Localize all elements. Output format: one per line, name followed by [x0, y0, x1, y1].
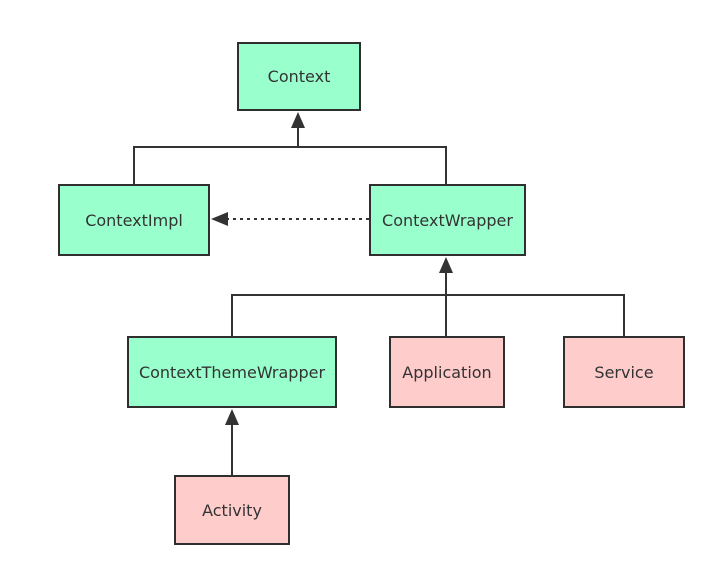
- context-theme-wrapper-label: ContextThemeWrapper: [138, 362, 326, 382]
- service-node: Service: [563, 336, 685, 408]
- application-node: Application: [389, 336, 505, 408]
- arrowhead-contextthemewrapper: [225, 409, 239, 425]
- context-impl-node: ContextImpl: [58, 184, 210, 256]
- context-label: Context: [267, 67, 331, 86]
- application-label: Application: [402, 362, 492, 382]
- service-label: Service: [594, 362, 654, 382]
- arrowhead-contextimpl: [211, 212, 228, 226]
- activity-node: Activity: [174, 475, 290, 545]
- connector-wrapper-to-impl-dotted: [211, 212, 369, 226]
- arrowhead-contextwrapper: [439, 257, 453, 273]
- context-wrapper-node: ContextWrapper: [369, 184, 526, 256]
- connector-context-wrapper-to-context: [291, 112, 447, 184]
- activity-label: Activity: [202, 500, 262, 520]
- connector-context-impl-to-context: [133, 146, 298, 184]
- connector-subclasses-to-context-wrapper: [231, 257, 625, 336]
- context-node: Context: [237, 42, 361, 111]
- context-theme-wrapper-node: ContextThemeWrapper: [127, 336, 337, 408]
- context-wrapper-label: ContextWrapper: [382, 210, 513, 230]
- context-impl-label: ContextImpl: [85, 210, 183, 230]
- connector-activity-to-theme-wrapper: [225, 409, 239, 475]
- arrowhead-context: [291, 112, 305, 128]
